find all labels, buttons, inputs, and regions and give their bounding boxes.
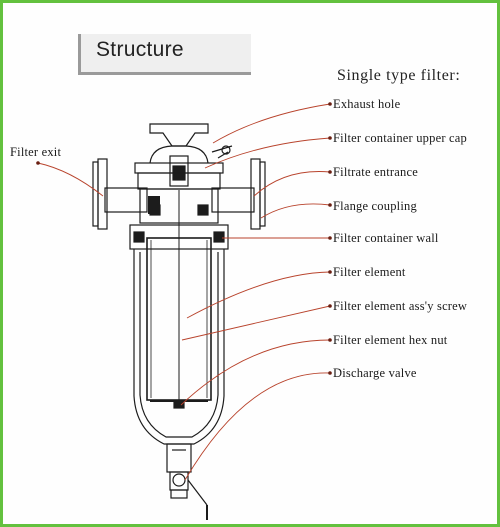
label-exhaust-hole: Exhaust hole	[333, 97, 401, 111]
right-pipe	[211, 187, 255, 213]
cap-center-block	[169, 155, 189, 187]
label-assy-screw: Filter element ass'y screw	[333, 299, 468, 313]
leader-lines	[37, 103, 331, 481]
leader-flange-coupling	[260, 203, 331, 219]
hex-nut	[173, 400, 185, 409]
leader-filter-element	[186, 271, 331, 319]
label-flange-coupling: Flange coupling	[333, 199, 417, 213]
leader-assy-screw	[181, 305, 331, 341]
filter-body	[92, 123, 266, 520]
leader-filtrate-entrance	[253, 171, 331, 197]
left-flange	[97, 158, 108, 230]
upper-cap-dome	[149, 145, 209, 164]
left-pipe	[104, 187, 148, 213]
leader-filter-exit	[37, 162, 104, 197]
label-hex-nut: Filter element hex nut	[333, 333, 448, 347]
title-box	[78, 34, 251, 75]
exhaust-handle	[149, 123, 209, 147]
right-flange	[250, 158, 261, 230]
label-filter-element: Filter element	[333, 265, 406, 279]
label-container-wall: Filter container wall	[333, 231, 439, 245]
leader-upper-cap	[204, 137, 331, 169]
label-filter-exit: Filter exit	[10, 145, 62, 159]
discharge-valve-body	[172, 473, 186, 487]
diagram-subtitle: Single type filter:	[337, 67, 461, 84]
leader-hex-nut	[180, 339, 331, 406]
leader-discharge-valve	[184, 372, 331, 481]
label-filtrate-entrance: Filtrate entrance	[333, 165, 418, 179]
bottom-outlet	[166, 443, 192, 473]
label-discharge-valve: Discharge valve	[333, 366, 417, 380]
label-upper-cap: Filter container upper cap	[333, 131, 467, 145]
leader-dots	[36, 102, 332, 375]
page-title: Structure	[96, 38, 184, 61]
leader-exhaust-hole	[212, 103, 331, 144]
